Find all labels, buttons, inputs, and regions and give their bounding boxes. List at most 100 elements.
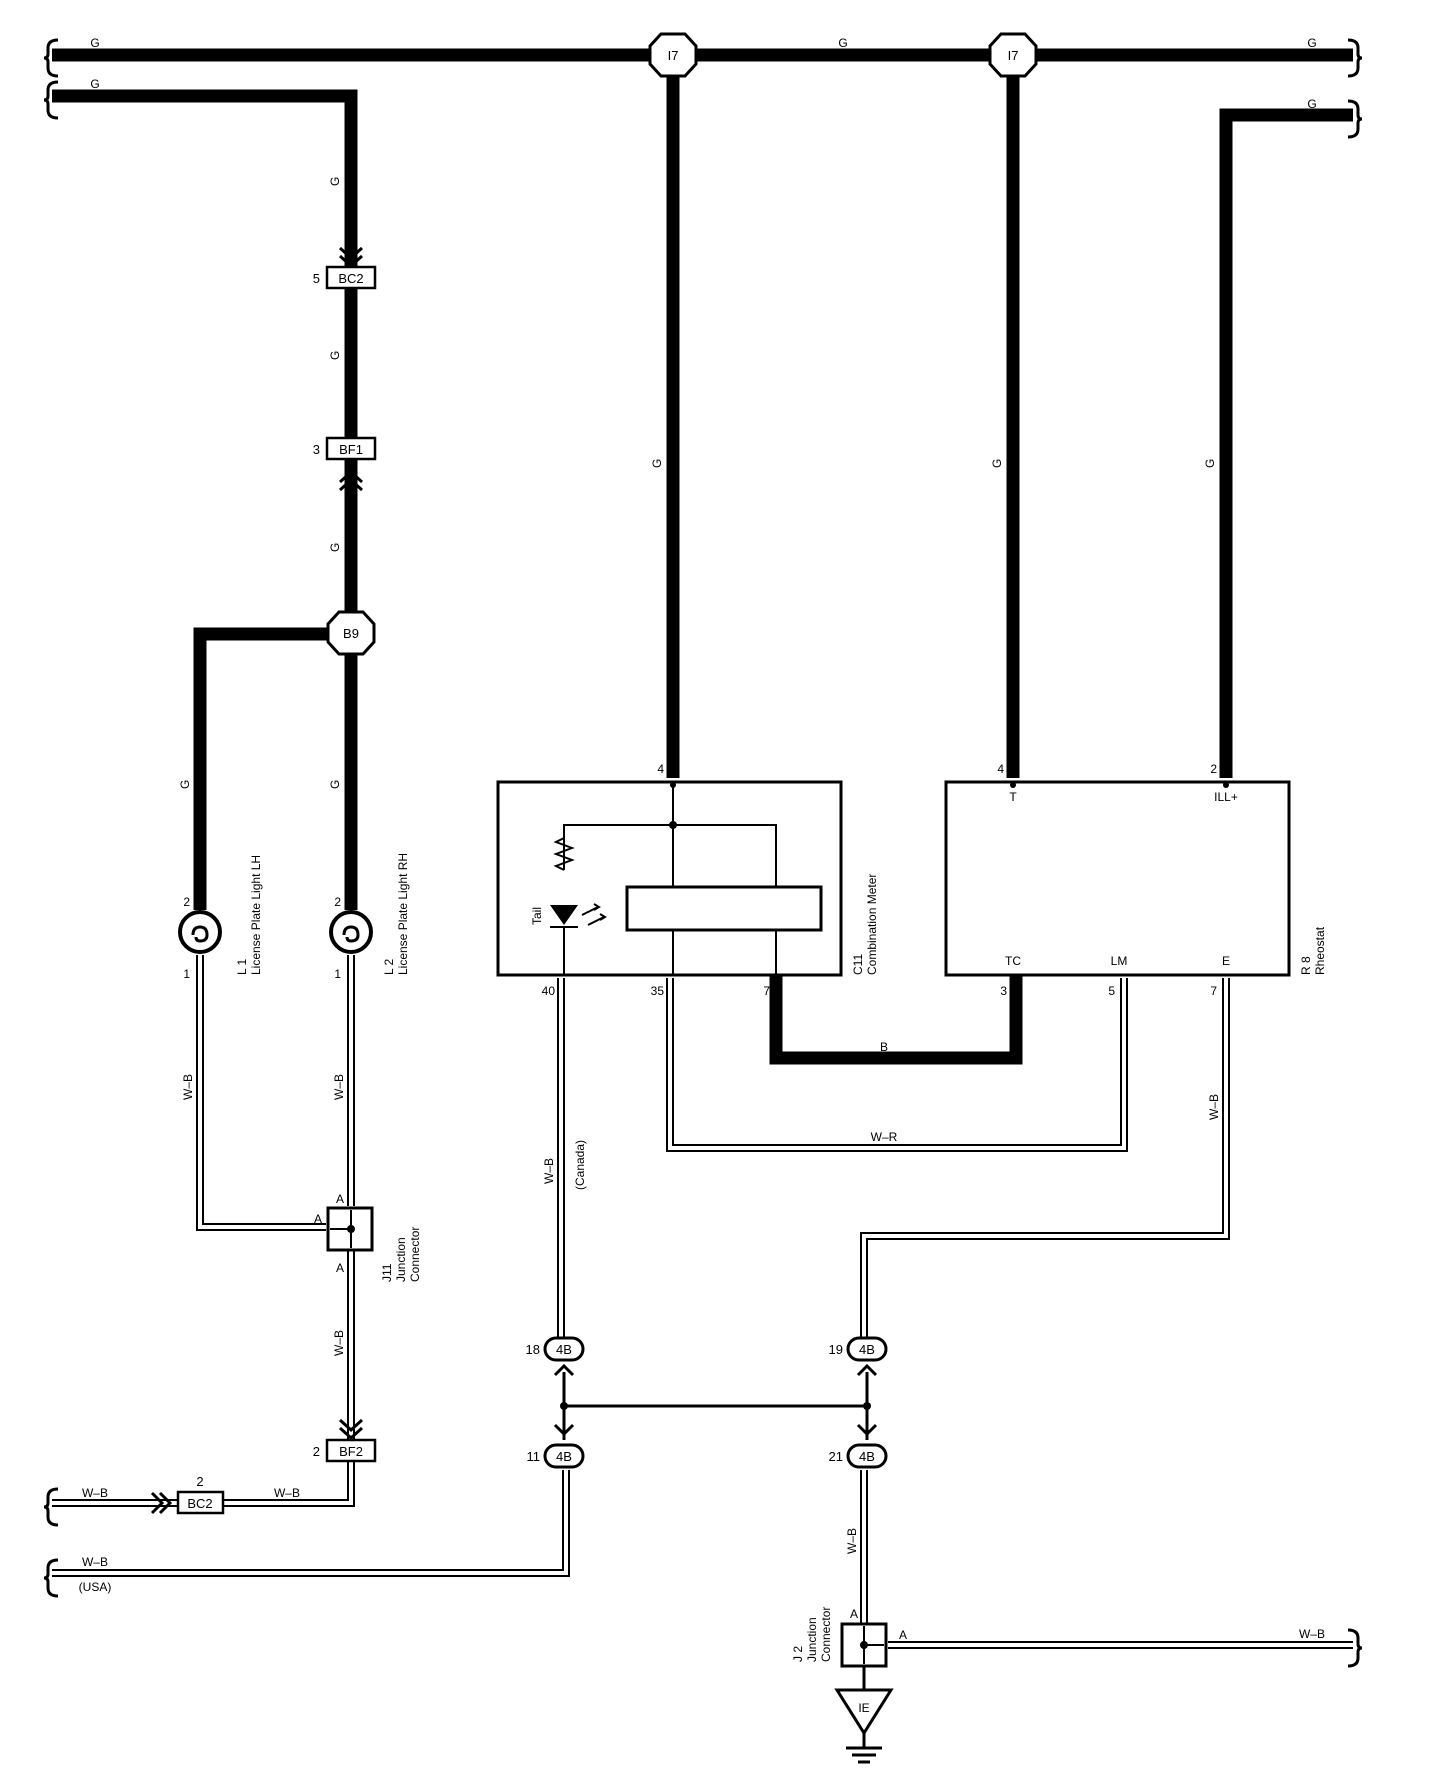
label-g-v2: G [328,351,342,360]
ground-ie-label: IE [858,1701,869,1715]
pin-r8-4: 4 [997,762,1004,776]
wire-l1-to-j11 [196,955,326,1231]
pin-r8-3: 3 [1000,984,1007,998]
g-wires [52,48,1353,1065]
junction-i7-left-label: I7 [668,48,679,63]
j11-name2: Connector [408,1227,422,1282]
j2-name1: Junction [805,1617,819,1662]
connector-4b-18[interactable]: 4B 18 [526,1336,585,1377]
label-g-v5: G [178,780,192,789]
bracket-left-1 [43,38,59,78]
j2-pin-a-right: A [899,1628,907,1642]
pin-bf2: 2 [313,1444,320,1459]
w-wires [52,955,1353,1649]
pin-c11-4: 4 [657,762,664,776]
connector-4b-11-label: 4B [556,1449,572,1464]
j11-id: J11 [380,1263,394,1282]
junction-i7-left[interactable]: I7 [648,32,698,78]
r8-id: R 8 [1299,956,1313,975]
wire-4b11-to-usa [52,1470,570,1577]
junction-i7-right-label: I7 [1008,48,1019,63]
connector-4b-21[interactable]: 4B 21 [829,1423,888,1469]
connector-4b-19[interactable]: 4B 19 [829,1336,888,1377]
label-wr: W–R [871,1130,898,1144]
pin-bf1: 3 [313,442,320,457]
l2-name: License Plate Light RH [396,853,410,975]
connector-bc2-top-label: BC2 [338,271,363,286]
connector-4b-21-label: 4B [859,1449,875,1464]
c11-name: Combination Meter [865,874,879,975]
pin-r8-7: 7 [1210,984,1217,998]
connector-bf2[interactable]: BF2 2 [313,1418,377,1463]
connector-4b-18-label: 4B [556,1342,572,1357]
label-wb-r8-7: W–B [1207,1094,1221,1120]
pin-l1-bottom: 1 [183,967,190,981]
c11-gauge-icon [625,885,823,932]
r8-ill: ILL+ [1214,790,1238,804]
r8-lm: LM [1111,954,1128,968]
bracket-left-3 [43,1487,59,1527]
label-wb-c11-40: W–B [542,1158,556,1184]
pin-4b-19: 19 [829,1342,843,1357]
wire-end-brackets [43,38,1363,1668]
label-wb-bc2-right: W–B [274,1486,300,1500]
j2-name2: Connector [819,1607,833,1662]
label-wb-bc2-left: W–B [82,1486,108,1500]
pin-l1-top: 2 [183,895,190,909]
connector-bf2-label: BF2 [339,1444,363,1459]
connector-bc2-top[interactable]: BC2 5 [313,246,377,290]
bracket-left-2 [43,80,59,120]
wire-b9-to-l1 [193,627,334,910]
label-wb-usa: W–B [82,1555,108,1569]
j11-pin-a-left: A [314,1212,322,1226]
l2-id: L 2 [382,958,396,975]
label-b: B [880,1040,888,1054]
label-usa: (USA) [79,1580,112,1594]
label-g-top-3: G [1307,36,1316,50]
pin-l2-top: 2 [334,895,341,909]
label-g-v8: G [1203,459,1217,468]
pin-4b-11: 11 [527,1449,541,1464]
pin-bc2-top: 5 [313,271,320,286]
r8-t: T [1009,790,1017,804]
c11-id: C11 [851,954,865,975]
label-wb-j2-right: W–B [1299,1627,1325,1641]
connector-bf1[interactable]: BF1 3 [313,436,377,492]
label-g-v4: G [328,780,342,789]
license-plate-light-lh[interactable]: 2 1 L 1 License Plate Light LH [178,855,263,981]
rheostat-r8[interactable]: T ILL+ TC LM E 4 2 3 5 7 R 8 Rheostat [944,762,1327,998]
wire-color-labels: G G G G G G G G G G G G G W–B W–B W–B W–… [79,36,1325,1641]
connector-bc2-bottom[interactable]: BC2 2 [150,1474,225,1515]
pin-c11-7: 7 [763,984,770,998]
label-g-v7: G [990,459,1004,468]
label-wb-l2: W–B [332,1074,346,1100]
j11-name1: Junction [394,1237,408,1282]
label-wb-j2: W–B [845,1528,859,1554]
r8-tc: TC [1005,954,1021,968]
label-wb-j11-bf2: W–B [332,1330,346,1356]
junction-connector-j2[interactable]: A A J 2 Junction Connector [791,1607,907,1668]
pin-4b-21: 21 [829,1449,843,1464]
label-g-top-2: G [838,36,847,50]
pin-r8-2: 2 [1210,762,1217,776]
pin-bc2-bottom: 2 [196,1474,203,1489]
junction-connector-j11[interactable]: A A A J11 Junction Connector [314,1192,422,1282]
j11-pin-a-bottom: A [336,1261,344,1275]
l1-name: License Plate Light LH [249,855,263,975]
wire-to-r8-ill [1219,108,1353,778]
bracket-right-3 [1347,1628,1363,1668]
j2-id: J 2 [791,1646,805,1662]
junction-b9[interactable]: B9 [326,610,376,656]
ground-ie: IE [834,1666,894,1764]
connector-4b-11[interactable]: 4B 11 [527,1423,585,1469]
junction-i7-right[interactable]: I7 [988,32,1038,78]
connector-4b-19-label: 4B [859,1342,875,1357]
r8-name: Rheostat [1313,926,1327,975]
tail-indicator-led-icon [550,905,578,925]
label-g-v6: G [650,459,664,468]
license-plate-light-rh[interactable]: 2 1 L 2 License Plate Light RH [329,853,410,981]
combination-meter-c11[interactable]: Tail 4 40 35 7 C11 Combination Meter [496,762,879,998]
r8-e: E [1222,954,1230,968]
connector-bf1-label: BF1 [339,442,363,457]
